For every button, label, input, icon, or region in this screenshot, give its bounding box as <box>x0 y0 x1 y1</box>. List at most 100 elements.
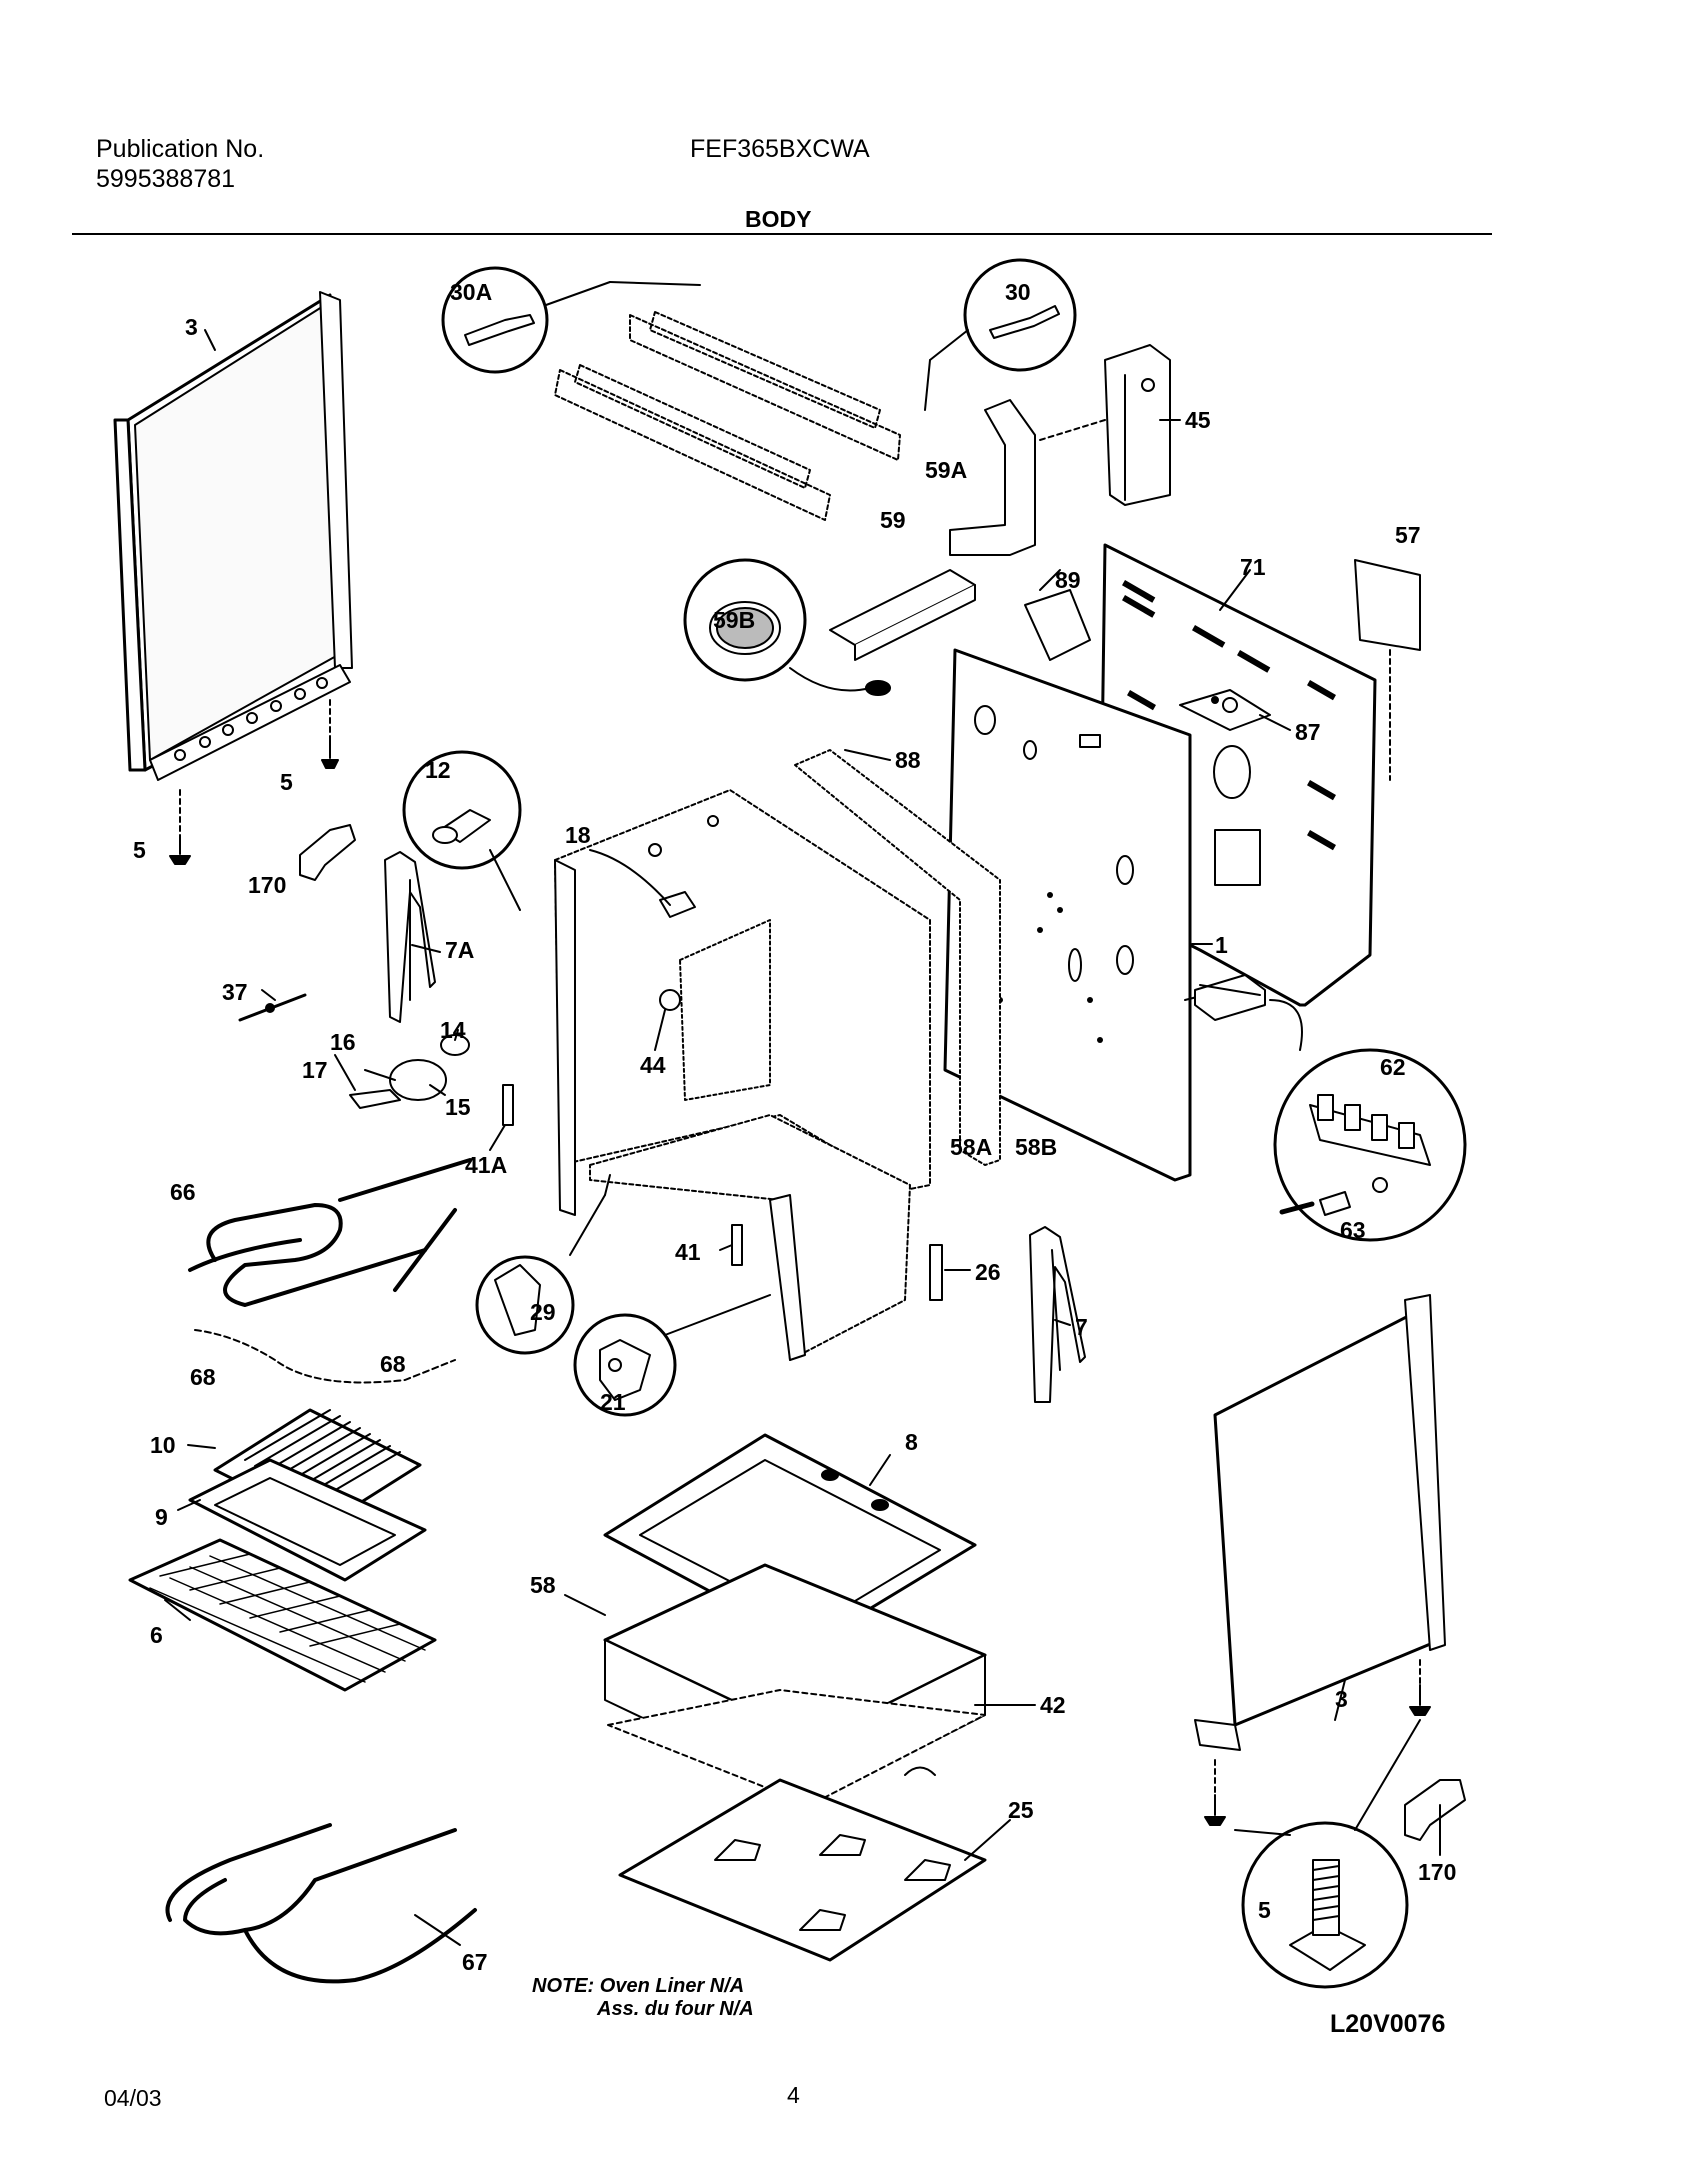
label-18: 18 <box>565 822 591 848</box>
figure-code: L20V0076 <box>1330 2010 1446 2038</box>
label-37: 37 <box>222 979 248 1005</box>
callout-62 <box>1269 999 1467 1242</box>
footer-page-number: 4 <box>787 2082 800 2108</box>
bracket-26 <box>929 1244 943 1301</box>
broil-element-67 <box>165 1823 477 1984</box>
hinge-7 <box>1029 1226 1086 1403</box>
terminal-block-1 <box>1194 974 1266 1021</box>
label-25: 25 <box>1008 1797 1034 1823</box>
label-41A: 41A <box>465 1152 507 1178</box>
label-30A: 30A <box>450 279 492 305</box>
side-panel-right <box>1194 1294 1446 1751</box>
wire-37 <box>238 993 307 1022</box>
leveling-leg-right <box>1204 1659 1431 1826</box>
bracket-41 <box>731 1224 743 1266</box>
label-6: 6 <box>150 1622 163 1648</box>
label-67: 67 <box>462 1949 488 1975</box>
label-87: 87 <box>1295 719 1321 745</box>
bracket-170-left <box>299 824 356 881</box>
label-30: 30 <box>1005 279 1031 305</box>
note-line-2: Ass. du four N/A <box>597 1998 754 2020</box>
label-3-right: 3 <box>1335 1686 1348 1712</box>
side-panel-left <box>113 291 353 781</box>
bracket-87 <box>1179 689 1271 731</box>
label-68-a: 68 <box>190 1364 216 1390</box>
label-44: 44 <box>640 1052 666 1078</box>
label-89: 89 <box>1055 567 1081 593</box>
label-170-right: 170 <box>1418 1859 1456 1885</box>
label-16: 16 <box>330 1029 356 1055</box>
bake-element-66 <box>188 1158 472 1307</box>
label-58: 58 <box>530 1572 556 1598</box>
bracket-170-right <box>1404 1779 1466 1841</box>
callout-30A <box>441 266 701 374</box>
callout-29 <box>475 1174 611 1355</box>
label-14: 14 <box>440 1017 466 1043</box>
callout-5-right <box>1234 1719 1421 1989</box>
insulation-58B <box>794 749 1001 1166</box>
label-7A: 7A <box>445 937 474 963</box>
label-59B: 59B <box>713 607 755 633</box>
callout-30 <box>924 258 1077 411</box>
bracket-41A <box>502 1084 514 1126</box>
label-15: 15 <box>445 1094 471 1120</box>
oven-rack-6 <box>128 1538 437 1692</box>
label-1: 1 <box>1215 932 1228 958</box>
label-66: 66 <box>170 1179 196 1205</box>
bracket-45 <box>1039 344 1171 506</box>
part-labels: 3 30A 30 45 59A 59 59B 57 71 89 87 88 5 … <box>133 279 1456 1975</box>
insulator-68 <box>194 1329 456 1384</box>
door-cover-25 <box>618 1778 987 1962</box>
leveling-leg-left <box>169 699 339 865</box>
label-29: 29 <box>530 1299 556 1325</box>
label-8: 8 <box>905 1429 918 1455</box>
vent-duct-59 <box>829 569 976 661</box>
label-57: 57 <box>1395 522 1421 548</box>
label-7: 7 <box>1075 1314 1088 1340</box>
label-9: 9 <box>155 1504 168 1530</box>
top-trim-strips <box>554 311 901 521</box>
label-58B: 58B <box>1015 1134 1057 1160</box>
label-12: 12 <box>425 757 451 783</box>
label-58A: 58A <box>950 1134 992 1160</box>
callout-59B <box>683 558 891 696</box>
label-41: 41 <box>675 1239 701 1265</box>
plate-57 <box>1354 559 1421 781</box>
label-42: 42 <box>1040 1692 1066 1718</box>
label-59: 59 <box>880 507 906 533</box>
section-title: BODY <box>745 206 812 232</box>
door-frame-8 <box>603 1433 977 1647</box>
label-10: 10 <box>150 1432 176 1458</box>
publication-number: 5995388781 <box>96 165 236 193</box>
label-68-b: 68 <box>380 1351 406 1377</box>
label-3-left: 3 <box>185 314 198 340</box>
label-21: 21 <box>600 1389 626 1415</box>
label-63: 63 <box>1340 1217 1366 1243</box>
label-71: 71 <box>1240 554 1266 580</box>
thermostat-18 <box>589 849 696 918</box>
label-59A: 59A <box>925 457 967 483</box>
header-rule <box>72 233 1492 235</box>
label-5-right: 5 <box>1258 1897 1271 1923</box>
label-17: 17 <box>302 1057 328 1083</box>
publication-label: Publication No. <box>96 135 265 163</box>
label-26: 26 <box>975 1259 1001 1285</box>
callout-12 <box>402 750 522 911</box>
label-170-left: 170 <box>248 872 286 898</box>
callout-21 <box>573 1294 771 1417</box>
note-line-1: NOTE: Oven Liner N/A <box>532 1975 745 1997</box>
oven-cavity <box>554 789 931 1361</box>
label-62: 62 <box>1380 1054 1406 1080</box>
vent-duct-59A <box>949 399 1036 556</box>
model-number: FEF365BXCWA <box>690 135 870 163</box>
socket-14-16-17-15 <box>349 1034 470 1109</box>
hinge-7A <box>384 851 436 1023</box>
footer-date: 04/03 <box>104 2085 162 2111</box>
label-45: 45 <box>1185 407 1211 433</box>
label-5-a: 5 <box>280 769 293 795</box>
broil-pan-9 <box>188 1458 427 1582</box>
door-panel-42 <box>607 1689 986 1806</box>
label-5-b: 5 <box>133 837 146 863</box>
leader-lines <box>164 329 1441 1946</box>
